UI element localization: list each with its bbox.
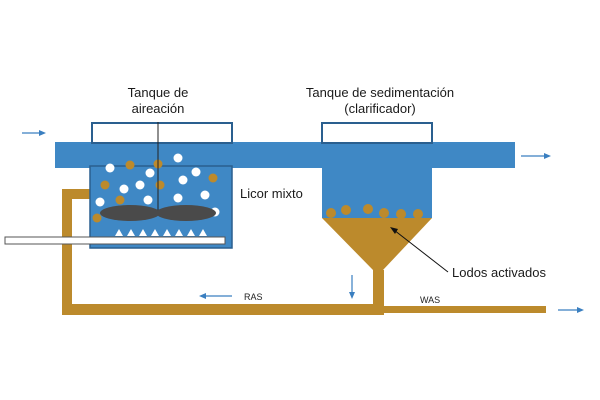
air-diffuser-pipe xyxy=(4,236,226,245)
sedimentation-tank-label-line1: Tanque de sedimentación xyxy=(305,85,455,100)
aeration-tank-label-line2: aireación xyxy=(131,101,185,116)
sedimentation-tank xyxy=(321,122,433,270)
main-channel xyxy=(55,142,515,168)
ras-return-pipe xyxy=(62,189,384,315)
mixer xyxy=(100,122,216,221)
sludge-hopper xyxy=(322,218,432,270)
sedimentation-tank-label-line2: (clarificador) xyxy=(344,101,416,116)
ras-label: RAS xyxy=(244,292,263,302)
was-pipe xyxy=(384,306,546,313)
diffuser-nozzles xyxy=(115,229,207,236)
aeration-tank-label-line1: Tanque de xyxy=(127,85,189,100)
mixed-liquor-label: Licor mixto xyxy=(240,186,303,201)
activated-sludge-pointer xyxy=(390,227,449,273)
clarifier-sludge-particles xyxy=(326,204,423,219)
flow-arrows xyxy=(22,130,584,313)
activated-sludge-label: Lodos activados xyxy=(452,265,546,280)
was-label: WAS xyxy=(420,295,441,305)
